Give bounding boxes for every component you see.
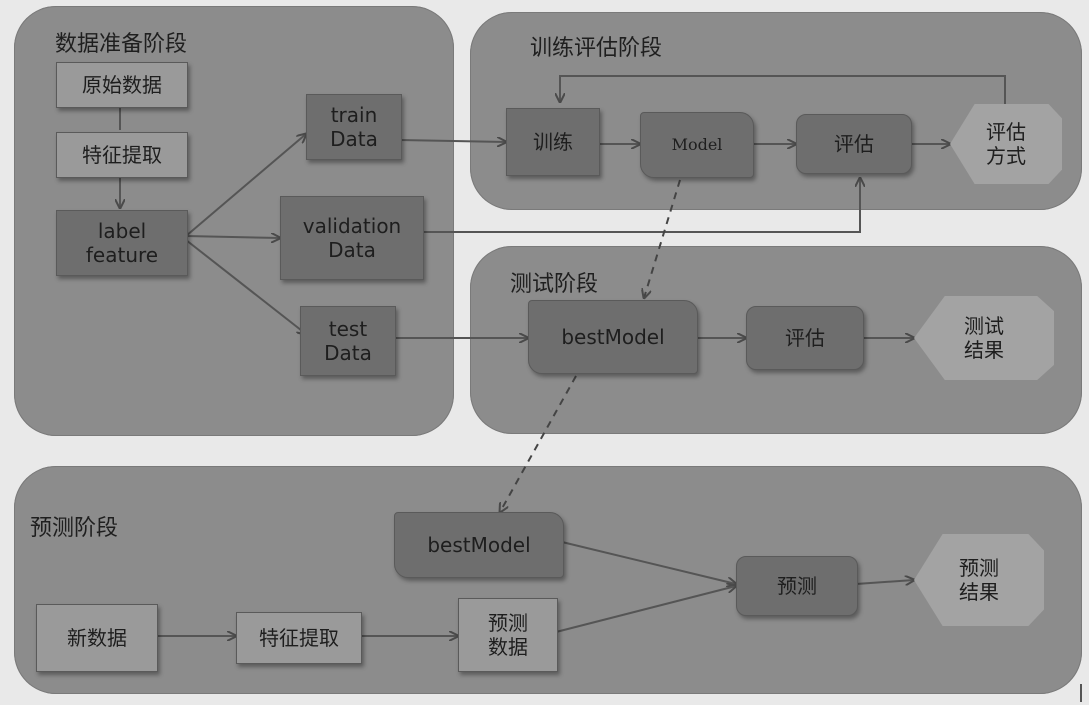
node-predict-data: 预测 数据 xyxy=(458,598,558,672)
panel-title-test: 测试阶段 xyxy=(510,272,599,297)
node-train: 训练 xyxy=(506,108,600,176)
node-eval-method: 评估 方式 xyxy=(950,104,1062,184)
predict-result-label: 预测 结果 xyxy=(959,556,999,604)
node-raw-data: 原始数据 xyxy=(56,62,188,108)
node-predict: 预测 xyxy=(736,556,858,616)
node-feature-extract-1: 特征提取 xyxy=(56,132,188,178)
node-validation-data: validation Data xyxy=(280,196,424,280)
node-train-data: train Data xyxy=(306,94,402,160)
node-new-data: 新数据 xyxy=(36,604,158,672)
hex-shape xyxy=(914,534,1044,626)
node-best-model-1: bestModel xyxy=(528,300,698,374)
node-evaluate-2: 评估 xyxy=(746,306,864,370)
panel-title-train-eval: 训练评估阶段 xyxy=(530,36,663,61)
node-test-data: test Data xyxy=(300,306,396,376)
node-model: Model xyxy=(640,112,754,178)
node-predict-result: 预测 结果 xyxy=(914,534,1044,626)
test-result-label: 测试 结果 xyxy=(964,314,1004,362)
eval-method-label: 评估 方式 xyxy=(986,120,1026,168)
node-test-result: 测试 结果 xyxy=(914,296,1054,380)
node-label-feature: label feature xyxy=(56,210,188,276)
panel-title-predict: 预测阶段 xyxy=(30,516,119,541)
panel-title-data-prep: 数据准备阶段 xyxy=(55,32,188,57)
node-evaluate-1: 评估 xyxy=(796,114,912,174)
hex-shape xyxy=(914,296,1054,380)
node-feature-extract-2: 特征提取 xyxy=(236,612,362,664)
node-best-model-2: bestModel xyxy=(394,512,564,578)
hex-shape xyxy=(950,104,1062,184)
edge-mark xyxy=(1080,684,1082,702)
